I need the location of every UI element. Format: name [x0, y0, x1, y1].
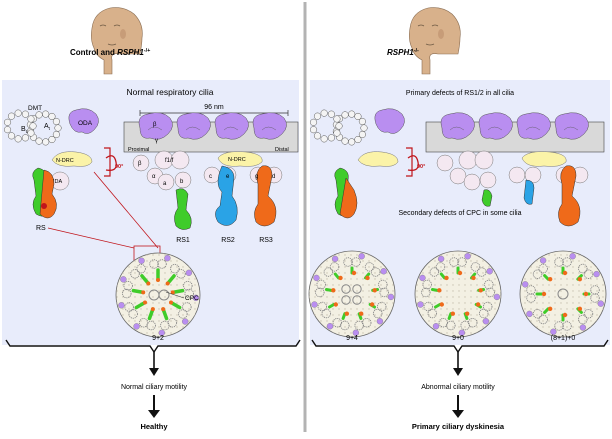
- outcome-left: Healthy: [140, 422, 168, 431]
- arrow-right-top: [453, 352, 463, 376]
- rs-connector-line: [47, 227, 135, 249]
- ndrc-label-left: N-DRC: [56, 158, 74, 164]
- a-tubule-label: At: [44, 123, 51, 131]
- oda-label: ODA: [78, 120, 93, 127]
- distal-label: Distal: [275, 147, 289, 153]
- ida-cluster-left: [132, 150, 192, 191]
- primary-defects-title: Primary defects of RS1/2 in all cilia: [406, 90, 514, 97]
- f1f-label: f1/f: [165, 158, 174, 164]
- 96nm-label: 96 nm: [204, 104, 224, 111]
- config-label-left: 9+2: [152, 335, 164, 342]
- ida-cluster-right: [436, 150, 589, 191]
- config-label-8-1-0: (8+1)+0: [551, 335, 576, 342]
- head-icon-left: [91, 7, 143, 75]
- rs2-stub-right: [523, 179, 535, 205]
- oda-shape-left: [68, 108, 99, 134]
- radial-spoke-left: [32, 167, 57, 219]
- dmt-label: DMT: [28, 105, 42, 112]
- ida-e-label: e: [226, 174, 230, 180]
- ida-d-label: d: [272, 174, 275, 180]
- left-panel-title: Normal respiratory cilia: [127, 87, 214, 97]
- ida-c-label: c: [209, 174, 212, 180]
- ndrc-label-side: N-DRC: [228, 157, 246, 163]
- outcome-right: Primary ciliary dyskinesia: [412, 422, 505, 431]
- 96nm-bracket: [139, 110, 289, 116]
- oda-shape-right: [374, 108, 405, 134]
- cpc-pointer: [165, 291, 185, 299]
- axoneme-9-0: [414, 250, 502, 338]
- rs1-spoke: [174, 188, 192, 230]
- oda-row-left: [138, 112, 287, 140]
- b-tubule-label: Bt: [21, 126, 28, 134]
- rs1-stub-right: [481, 189, 493, 207]
- ida-b-label: b: [180, 179, 184, 185]
- radial-spoke-right: [334, 167, 358, 219]
- doublet-microtubule-left: [3, 109, 62, 146]
- axoneme-8-1-0: [519, 250, 607, 338]
- rs-label: RS: [36, 225, 46, 232]
- arrow-right-bottom: [452, 395, 464, 418]
- ndrc-shape-right: [357, 151, 399, 167]
- left-header: Control and RSPH1-/+: [70, 48, 150, 57]
- ndrc-shape-left: [51, 151, 93, 167]
- doublet-microtubule-right: [309, 109, 368, 146]
- oda-row-right: [440, 112, 589, 140]
- rs2-spoke: [203, 165, 238, 226]
- axoneme-9-4: [308, 250, 396, 338]
- rs1-label: RS1: [176, 237, 190, 244]
- config-label-9-4: 9+4: [346, 335, 358, 342]
- svg-text:90°: 90°: [115, 164, 123, 170]
- ida-alpha-label: α: [152, 174, 156, 180]
- gamma-label: γ: [155, 138, 158, 144]
- ndrc-shape-side: [217, 151, 263, 167]
- axoneme-9-2: [115, 252, 201, 338]
- rs3-label: RS3: [259, 237, 273, 244]
- config-label-9-0: 9+0: [452, 335, 464, 342]
- secondary-defects-title: Secondary defects of CPC in some cilia: [399, 210, 522, 217]
- right-header: RSPH1-/-: [387, 48, 419, 57]
- ida-a-label: a: [163, 181, 167, 187]
- zoom-connector-line: [93, 171, 159, 249]
- arrow-left-top: [149, 352, 159, 376]
- rotation-symbol-right: 90°: [406, 147, 425, 177]
- proximal-label: Proximal: [128, 147, 149, 153]
- rotation-symbol-left: 90°: [104, 147, 123, 177]
- rs3-spoke: [249, 165, 283, 227]
- motility-right: Abnormal ciliary motility: [421, 384, 495, 391]
- beta-label: β: [153, 122, 157, 128]
- ida-beta-label: β: [138, 161, 142, 167]
- rs3-intact-right: [558, 165, 581, 227]
- head-icon-right: [409, 7, 461, 75]
- ndrc-shape-side-right: [521, 151, 567, 167]
- ida-g-label: g: [255, 174, 258, 180]
- rs2-label: RS2: [221, 237, 235, 244]
- svg-text:90°: 90°: [417, 164, 425, 170]
- arrow-left-bottom: [148, 395, 160, 418]
- motility-left: Normal ciliary motility: [121, 384, 188, 391]
- cpc-label: CPC: [185, 295, 199, 302]
- ida-label: IDA: [53, 179, 63, 185]
